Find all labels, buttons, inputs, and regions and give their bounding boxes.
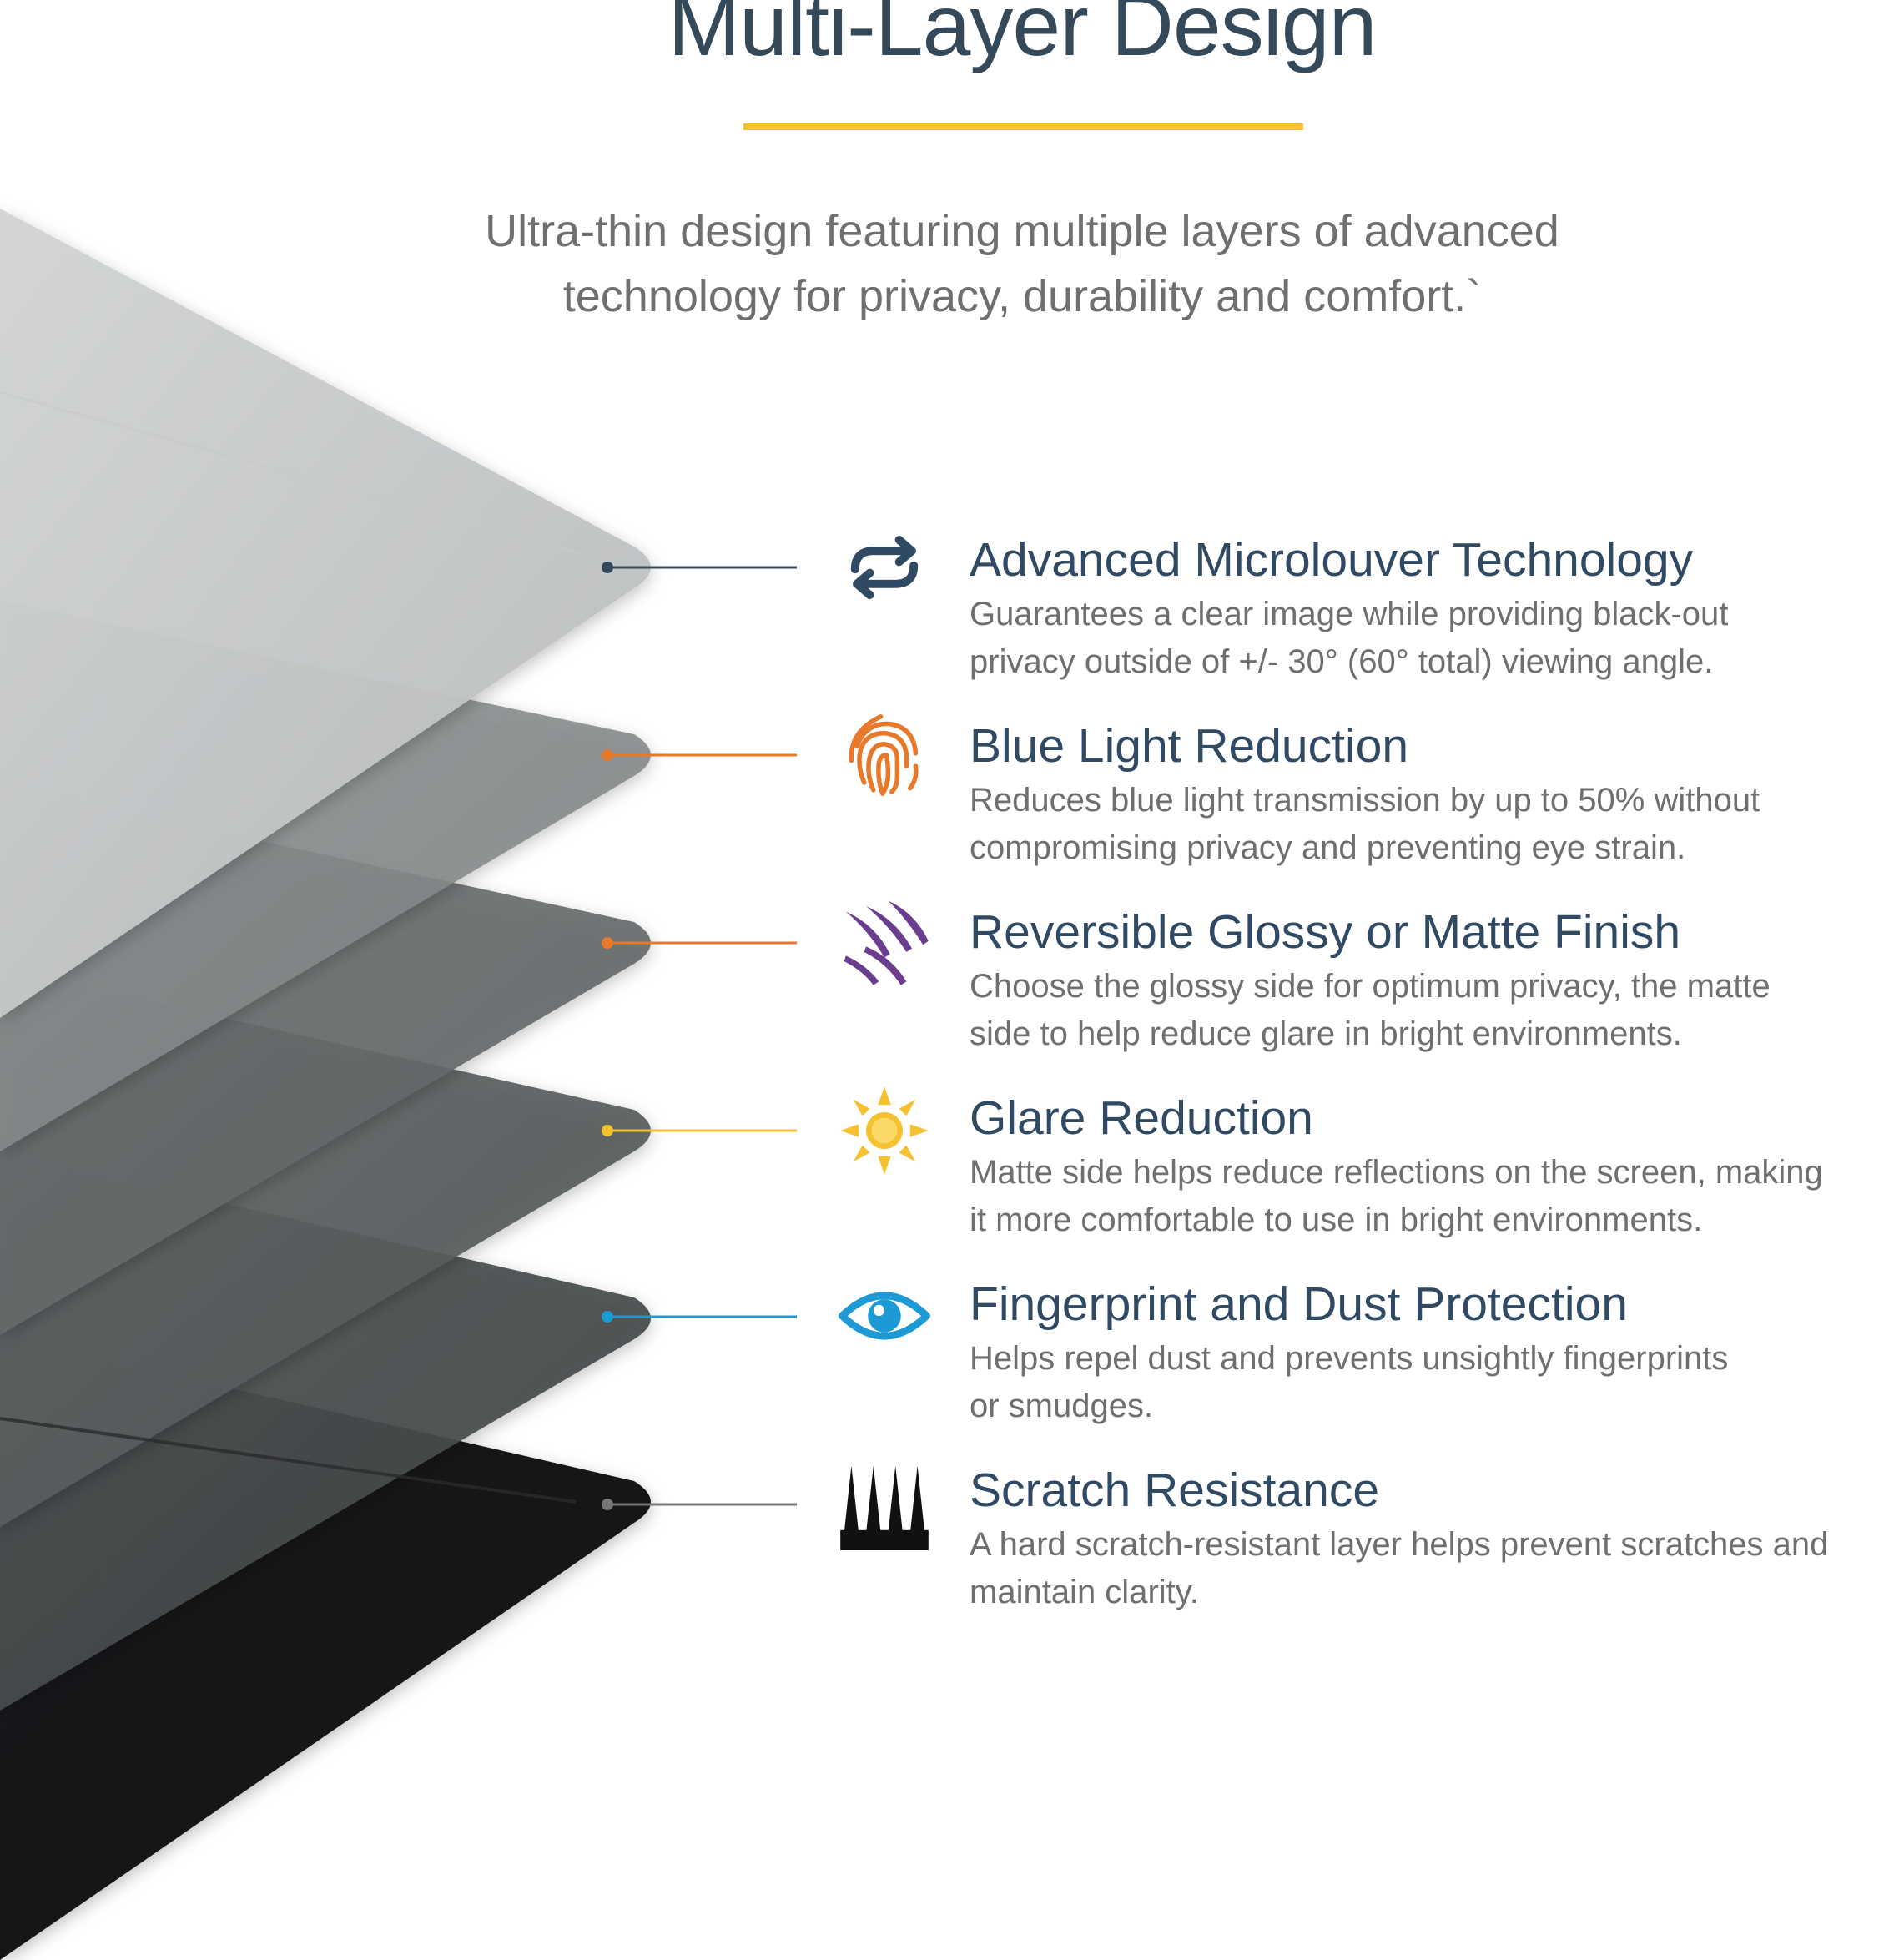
connector-5 (602, 1311, 797, 1323)
feature-description: Reduces blue light transmission by up to… (970, 777, 1900, 872)
layer-microlouver (0, 209, 651, 1018)
feature-title: Scratch Resistance (970, 1464, 1380, 1517)
feature-glare-reduction: Glare Reduction Matte side helps reduce … (970, 1091, 1900, 1244)
arrows-cycle-icon (839, 521, 930, 613)
eye-icon (839, 1270, 930, 1362)
feature-desc-line-1: Guarantees a clear image while providing… (970, 596, 1729, 632)
feature-title: Blue Light Reduction (970, 719, 1409, 773)
feature-desc-line-1: Matte side helps reduce reflections on t… (970, 1154, 1823, 1191)
feature-desc-line-2: it more comfortable to use in bright env… (970, 1202, 1703, 1238)
feature-scratch-resistance: Scratch Resistance A hard scratch-resist… (970, 1463, 1900, 1616)
fingerprint-icon (839, 709, 930, 801)
connector-1 (602, 562, 797, 573)
subtitle-line-1: Ultra-thin design featuring multiple lay… (485, 206, 1559, 256)
feature-title: Fingerprint and Dust Protection (970, 1277, 1628, 1331)
connector-4 (602, 1125, 797, 1136)
claw-marks-icon (839, 897, 930, 989)
feature-desc-line-2: privacy outside of +/- 30° (60° total) v… (970, 643, 1714, 680)
feature-desc-line-2: side to help reduce glare in bright envi… (970, 1015, 1682, 1052)
connector-6 (602, 1499, 797, 1510)
sun-icon (839, 1085, 930, 1177)
feature-desc-line-2: or smudges. (970, 1388, 1154, 1424)
feature-dust-protection: Fingerprint and Dust Protection Helps re… (970, 1277, 1900, 1430)
feature-desc-line-2: maintain clarity. (970, 1574, 1199, 1610)
connector-3 (602, 937, 797, 949)
feature-desc-line-1: Helps repel dust and prevents unsightly … (970, 1340, 1729, 1377)
feature-title: Glare Reduction (970, 1091, 1313, 1145)
feature-description: A hard scratch-resistant layer helps pre… (970, 1521, 1900, 1616)
feature-description: Matte side helps reduce reflections on t… (970, 1149, 1900, 1244)
feature-desc-line-2: compromising privacy and preventing eye … (970, 829, 1686, 866)
feature-description: Guarantees a clear image while providing… (970, 591, 1900, 686)
feature-desc-line-1: Reduces blue light transmission by up to… (970, 782, 1760, 819)
page-subtitle: Ultra-thin design featuring multiple lay… (375, 199, 1669, 329)
feature-reversible-finish: Reversible Glossy or Matte Finish Choose… (970, 904, 1900, 1058)
feature-description: Helps repel dust and prevents unsightly … (970, 1335, 1900, 1430)
feature-blue-light: Blue Light Reduction Reduces blue light … (970, 718, 1900, 872)
feature-desc-line-1: A hard scratch-resistant layer helps pre… (970, 1526, 1829, 1563)
subtitle-line-2: technology for privacy, durability and c… (562, 271, 1482, 321)
connector-2 (602, 749, 797, 761)
title-underline (743, 123, 1303, 130)
feature-desc-line-1: Choose the glossy side for optimum priva… (970, 968, 1771, 1005)
feature-microlouver: Advanced Microlouver Technology Guarante… (970, 532, 1900, 686)
spikes-icon (839, 1459, 930, 1550)
page-title: Multi-Layer Design (667, 0, 1378, 74)
feature-description: Choose the glossy side for optimum priva… (970, 963, 1900, 1058)
feature-title: Advanced Microlouver Technology (970, 533, 1694, 587)
feature-title: Reversible Glossy or Matte Finish (970, 905, 1681, 959)
